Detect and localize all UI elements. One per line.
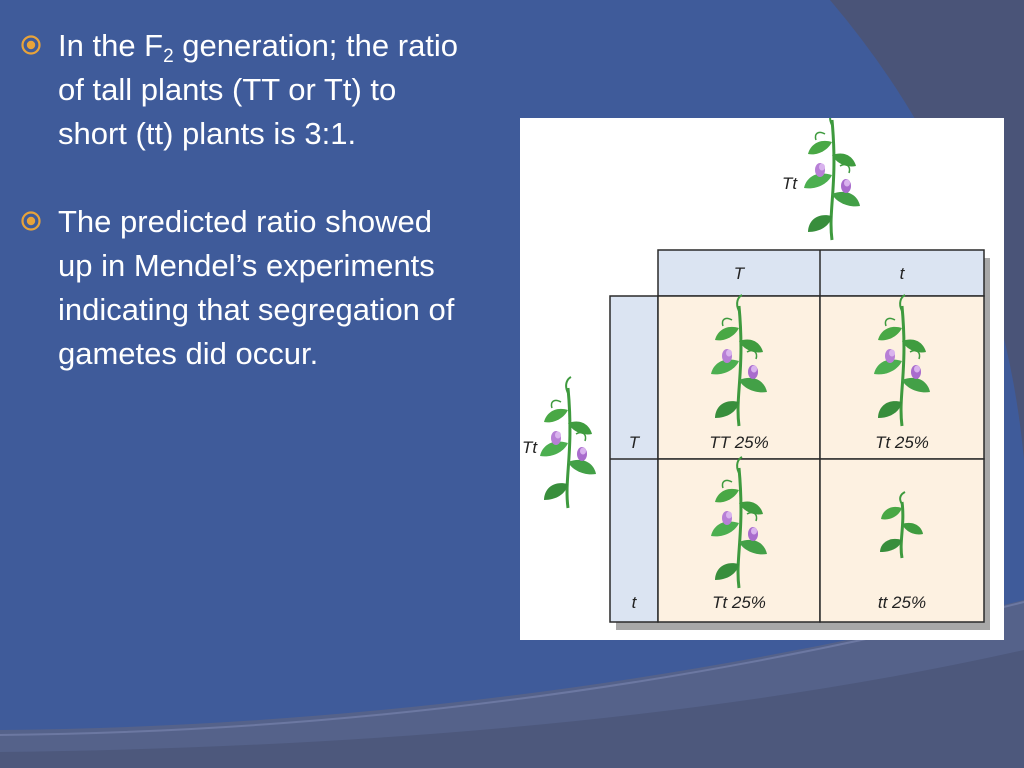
header-allele-T: T (734, 264, 746, 283)
bullet-text-pre: In the F (58, 28, 164, 63)
cell-label-tt: tt 25% (878, 593, 926, 612)
punnett-cell-tt-top-left: TT 25% (657, 293, 821, 460)
left-parent-genotype: Tt (522, 438, 538, 457)
cell-label-Tt-1: Tt 25% (875, 433, 929, 452)
punnett-square: Tt Tt T t T t TT 25% (522, 118, 990, 630)
header-allele-t: t (900, 264, 906, 283)
punnett-cell-top-right: Tt 25% (819, 293, 985, 460)
bullet-text: The predicted ratio showed up in Mendel’… (58, 204, 455, 371)
bullet-item-predicted-ratio: The predicted ratio showed up in Mendel’… (20, 200, 460, 376)
top-parent-plant-icon (802, 118, 862, 242)
cell-label-Tt-2: Tt 25% (712, 593, 766, 612)
bullet-text-post: generation; the ratio of tall plants (TT… (58, 28, 459, 151)
cell-label-TT: TT 25% (709, 433, 769, 452)
punnett-cell-bottom-right: tt 25% (819, 458, 985, 623)
bullet-list: In the F2 generation; the ratio of tall … (20, 24, 460, 420)
bullet-circle-icon (21, 211, 41, 231)
top-parent-genotype: Tt (782, 174, 798, 193)
punnett-square-figure: Tt Tt T t T t TT 25% (520, 118, 1004, 640)
punnett-header-row: T t (657, 249, 985, 297)
punnett-cell-bottom-left: Tt 25% (657, 455, 821, 623)
punnett-left-column: T t (609, 295, 659, 623)
bullet-item-f2-ratio: In the F2 generation; the ratio of tall … (20, 24, 460, 156)
left-allele-T: T (629, 433, 641, 452)
left-allele-t: t (632, 593, 638, 612)
bullet-circle-icon (21, 35, 41, 55)
left-parent-plant-icon (538, 375, 598, 510)
bullet-text-subscript: 2 (163, 46, 174, 67)
